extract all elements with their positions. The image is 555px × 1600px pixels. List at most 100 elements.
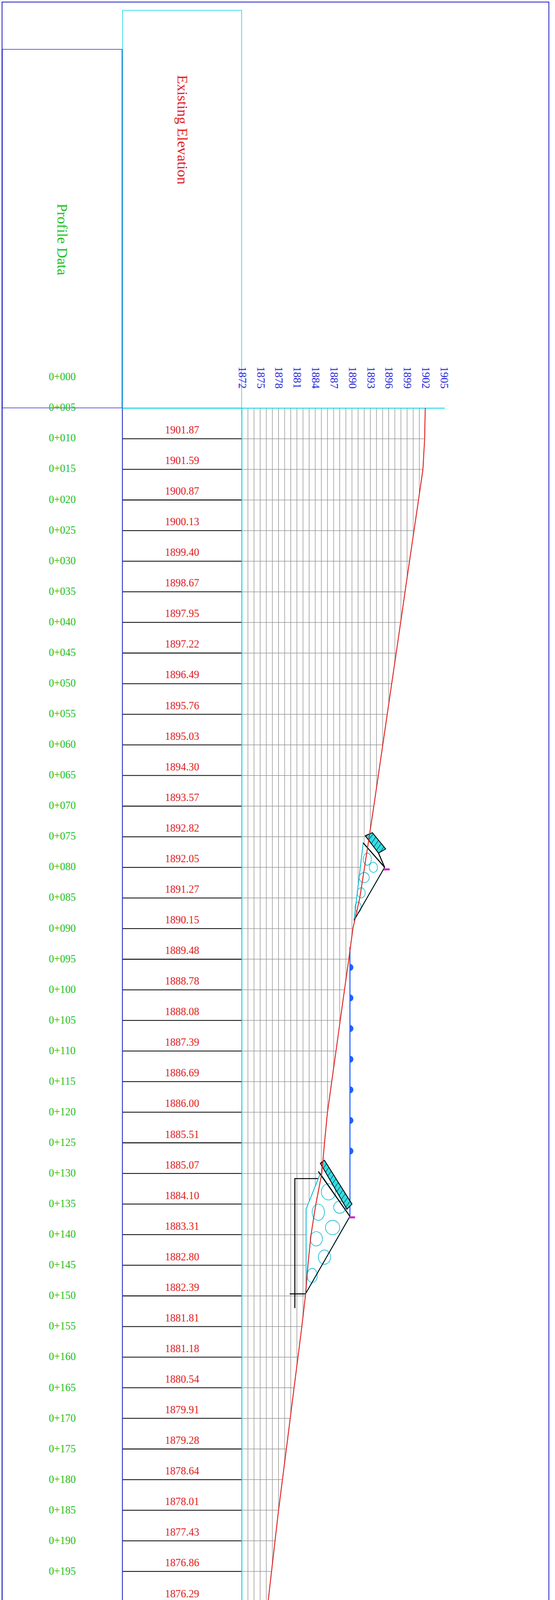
grid-line bbox=[241, 560, 410, 562]
row-line bbox=[122, 652, 242, 654]
grid-line bbox=[308, 407, 310, 1253]
station-label: 0+140 bbox=[48, 1228, 76, 1239]
row-line bbox=[122, 1233, 242, 1235]
station-label: 0+075 bbox=[48, 830, 76, 841]
grid-line bbox=[241, 1447, 287, 1449]
row-line bbox=[122, 1264, 242, 1266]
row-line bbox=[122, 1570, 242, 1572]
station-label: 0+180 bbox=[48, 1473, 76, 1484]
station-label: 0+145 bbox=[48, 1258, 76, 1270]
axis-tick: 1896 bbox=[383, 366, 395, 389]
grid-line bbox=[241, 1264, 308, 1265]
grid-line bbox=[296, 407, 298, 1366]
row-line bbox=[122, 958, 242, 960]
elevation-value: 1899.40 bbox=[164, 546, 200, 558]
row-line bbox=[122, 1325, 242, 1327]
elevation-value: 1897.22 bbox=[164, 638, 200, 649]
station-label: 0+105 bbox=[48, 1014, 76, 1025]
row-line bbox=[122, 683, 242, 685]
station-label: 0+195 bbox=[48, 1564, 76, 1576]
station-label: 0+090 bbox=[48, 922, 76, 933]
elevation-value: 1878.01 bbox=[164, 1495, 200, 1506]
station-label: 0+030 bbox=[48, 555, 76, 566]
elevation-value: 1894.30 bbox=[164, 761, 200, 772]
row-line bbox=[122, 1080, 242, 1082]
elevation-value: 1880.54 bbox=[164, 1373, 200, 1384]
elevation-value: 1881.18 bbox=[164, 1342, 200, 1353]
row-line bbox=[122, 1141, 242, 1143]
elevation-value: 1895.03 bbox=[164, 730, 200, 742]
station-label: 0+060 bbox=[48, 738, 76, 749]
elevation-value: 1888.08 bbox=[164, 1005, 200, 1017]
lower-weir bbox=[289, 1159, 356, 1308]
row-line bbox=[122, 1202, 242, 1204]
grid-line bbox=[241, 683, 392, 684]
grid-line bbox=[241, 805, 375, 806]
grid-line bbox=[241, 1295, 306, 1296]
grid-line bbox=[241, 1325, 303, 1327]
grid-line bbox=[241, 958, 349, 959]
row-line bbox=[122, 529, 242, 531]
elevation-value: 1887.39 bbox=[164, 1036, 200, 1047]
grid-line bbox=[382, 407, 383, 746]
elevation-value: 1890.15 bbox=[164, 913, 200, 925]
grid-line bbox=[394, 407, 396, 662]
grid-line bbox=[241, 1570, 272, 1571]
grid-line bbox=[253, 407, 255, 1600]
grid-line bbox=[315, 407, 316, 1208]
station-label: 0+010 bbox=[48, 432, 76, 443]
elevation-value: 1893.57 bbox=[164, 791, 200, 803]
elevation-value: 1883.31 bbox=[164, 1220, 200, 1231]
grid-line bbox=[388, 407, 389, 704]
station-label: 0+190 bbox=[48, 1534, 76, 1545]
grid-line bbox=[266, 407, 267, 1600]
grid-line bbox=[241, 1049, 337, 1051]
water-surface bbox=[349, 946, 354, 1216]
elevation-value: 1898.67 bbox=[164, 577, 200, 588]
axis-tick: 1899 bbox=[401, 366, 413, 389]
row-line bbox=[122, 1478, 242, 1480]
axis-tick: 1878 bbox=[273, 366, 285, 389]
grid-line bbox=[412, 407, 414, 537]
axis-tick: 1881 bbox=[291, 366, 303, 389]
grid-line bbox=[241, 1356, 299, 1357]
elevation-value: 1879.91 bbox=[164, 1403, 200, 1415]
grid-line bbox=[241, 713, 388, 715]
axis-tick: 1893 bbox=[364, 366, 376, 389]
grid-line bbox=[241, 744, 383, 745]
elevation-value: 1886.00 bbox=[164, 1097, 200, 1108]
grid-lines bbox=[122, 407, 425, 1600]
grid-line bbox=[302, 407, 304, 1316]
station-label: 0+020 bbox=[48, 493, 76, 505]
row-line bbox=[122, 1417, 242, 1419]
station-label: 0+040 bbox=[48, 616, 76, 627]
header-title: Profile Data bbox=[54, 203, 70, 276]
grid-line bbox=[327, 407, 328, 1112]
station-label: 0+130 bbox=[48, 1166, 76, 1178]
row-line bbox=[122, 1172, 242, 1174]
station-label: 0+015 bbox=[48, 462, 76, 474]
row-line bbox=[122, 560, 242, 562]
row-line bbox=[122, 805, 242, 807]
station-label: 0+085 bbox=[48, 891, 76, 902]
grid-line bbox=[357, 407, 359, 905]
station-label: 0+135 bbox=[48, 1197, 76, 1209]
elevation-value: 1877.43 bbox=[164, 1525, 200, 1537]
grid-line bbox=[241, 897, 360, 898]
grid-line bbox=[241, 835, 370, 837]
row-line bbox=[122, 897, 242, 899]
elevation-value: 1881.81 bbox=[164, 1311, 200, 1323]
grid-line bbox=[241, 1386, 295, 1388]
row-line bbox=[122, 744, 242, 746]
grid-line bbox=[241, 1233, 311, 1235]
grid-line bbox=[247, 407, 249, 1600]
row-line bbox=[122, 1356, 242, 1358]
grid-line bbox=[241, 530, 415, 531]
station-label: 0+165 bbox=[48, 1381, 76, 1392]
ground-profile bbox=[268, 407, 426, 1600]
grid-line bbox=[351, 407, 353, 936]
grid-line bbox=[400, 407, 402, 620]
grid-line bbox=[241, 774, 379, 776]
